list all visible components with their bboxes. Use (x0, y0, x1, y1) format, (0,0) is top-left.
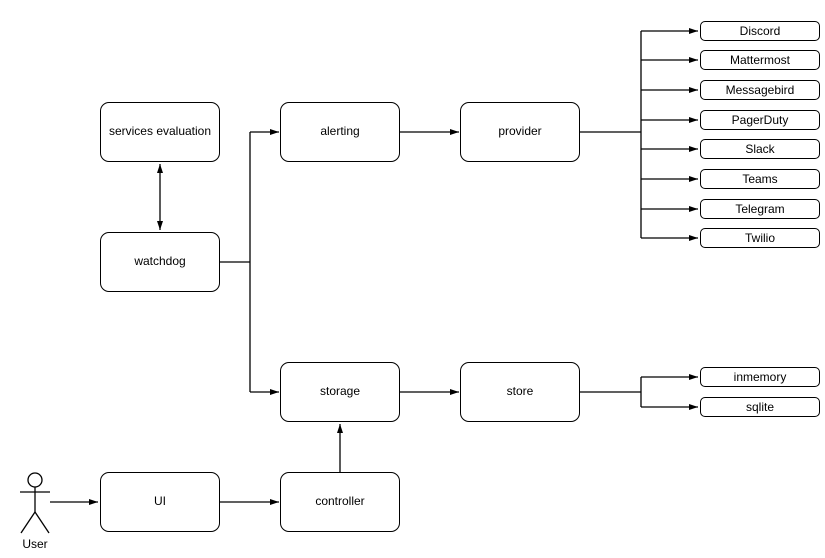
node-telegram: Telegram (700, 199, 820, 219)
edge-provider-trunk (580, 31, 642, 238)
node-mattermost: Mattermost (700, 50, 820, 70)
node-discord: Discord (700, 21, 820, 41)
node-slack: Slack (700, 139, 820, 159)
node-store: store (460, 362, 580, 422)
node-pagerduty: PagerDuty (700, 110, 820, 130)
node-sqlite: sqlite (700, 397, 820, 417)
node-alerting: alerting (280, 102, 400, 162)
node-controller: controller (280, 472, 400, 532)
user-actor-icon (20, 472, 50, 534)
node-twilio: Twilio (700, 228, 820, 248)
node-storage: storage (280, 362, 400, 422)
node-inmemory: inmemory (700, 367, 820, 387)
node-messagebird: Messagebird (700, 80, 820, 100)
user-actor-label: User (22, 537, 48, 551)
edge-store-trunk (580, 377, 642, 407)
node-provider: provider (460, 102, 580, 162)
node-watchdog: watchdog (100, 232, 220, 292)
edge-watchdog-trunk (220, 132, 251, 392)
node-ui: UI (100, 472, 220, 532)
node-services-evaluation: services evaluation (100, 102, 220, 162)
node-teams: Teams (700, 169, 820, 189)
